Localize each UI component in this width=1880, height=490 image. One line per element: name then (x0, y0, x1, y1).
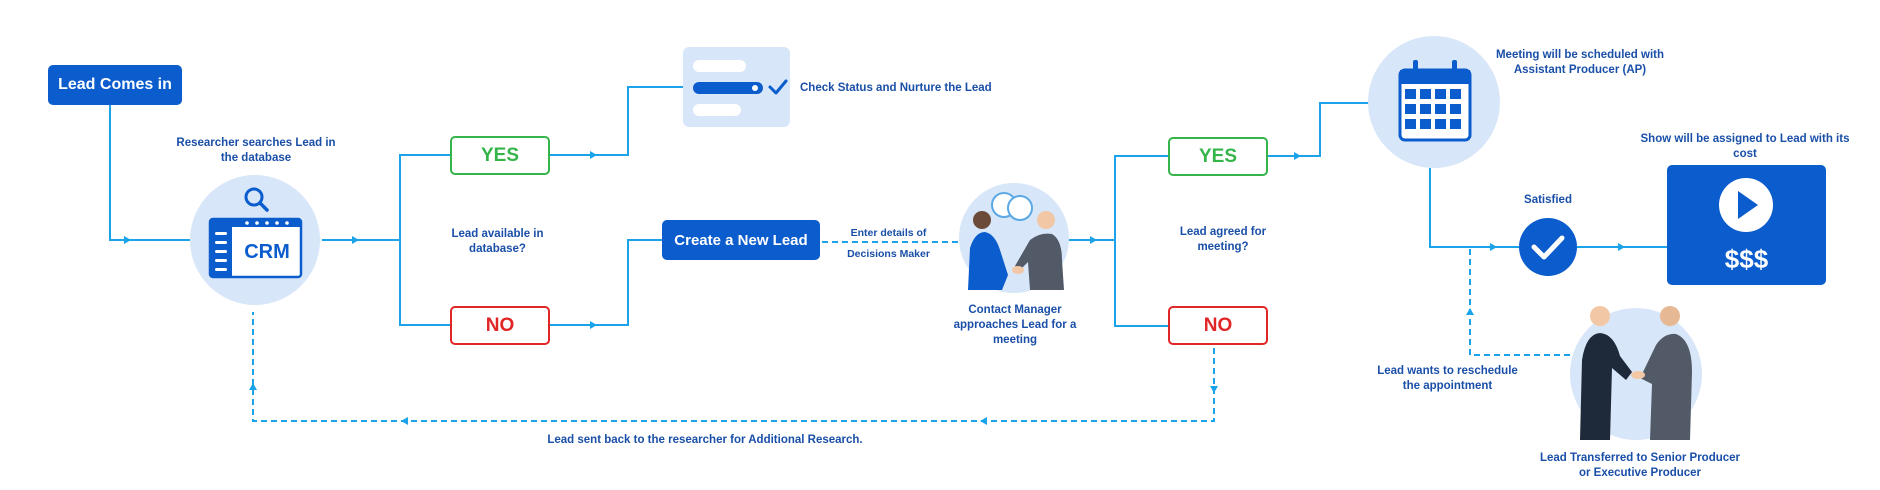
arrow (980, 417, 987, 425)
connector-split-yes1 (399, 154, 450, 240)
dashed-connectors (252, 241, 1580, 422)
status-card-icon (683, 47, 790, 127)
lead-comes-in-box: Lead Comes in (48, 65, 182, 105)
meeting-scheduled-label: Meeting will be scheduled with Assistant… (1495, 49, 1665, 76)
hands (1012, 266, 1024, 274)
solid-connectors (109, 86, 1667, 327)
arrow (1090, 236, 1097, 244)
check-status-label: Check Status and Nurture the Lead (800, 82, 992, 94)
dashed-arrows (249, 308, 1474, 425)
connector-yes1-check (550, 86, 683, 156)
arrow (124, 236, 131, 244)
yes-box-1: YES (450, 136, 550, 175)
researcher-search-label: Researcher searches Lead in the database (176, 137, 336, 164)
show-assigned-label: Show will be assigned to Lead with its c… (1640, 133, 1850, 160)
connector-split-no1 (399, 240, 450, 326)
lead-available-label: Lead available in database? (451, 228, 544, 255)
enter-details-label: Enter details of Decisions Maker (847, 227, 930, 260)
speech-bubble-icon (991, 192, 1033, 221)
connector-split-yes2 (1114, 155, 1168, 240)
arrow (590, 151, 597, 159)
person-left (968, 211, 1008, 290)
connector-no1-create (550, 239, 662, 326)
show-card (1667, 165, 1826, 285)
transferred-label: Lead Transferred to Senior Producer or E… (1539, 452, 1741, 479)
handshake-illustration-2 (1570, 306, 1702, 440)
connector-reschedule-dashed (1469, 247, 1580, 356)
create-new-lead-box: Create a New Lead (662, 220, 820, 260)
connector-yes2-calendar (1268, 102, 1370, 157)
lead-agreed-label: Lead agreed for meeting? (1179, 226, 1267, 253)
connector-no2-back-to-crm (252, 312, 1215, 422)
satisfied-node (1519, 218, 1577, 276)
yes-box-2: YES (1168, 137, 1268, 176)
arrow (1294, 152, 1301, 160)
calendar-node (1368, 36, 1500, 168)
person-right-2 (1640, 306, 1692, 440)
no-box-2: NO (1168, 306, 1268, 345)
solid-arrows (124, 151, 1625, 329)
no-box-1: NO (450, 306, 550, 345)
arrow (1466, 308, 1474, 315)
crm-label: CRM (244, 241, 290, 263)
arrow (401, 417, 408, 425)
arrow (1490, 243, 1497, 251)
handshake-illustration (959, 183, 1069, 293)
person-left-2 (1580, 306, 1632, 440)
dollars-label: $$$ (1724, 244, 1769, 274)
reschedule-label: Lead wants to reschedule the appointment (1377, 365, 1518, 392)
sent-back-label: Lead sent back to the researcher for Add… (547, 434, 863, 446)
calendar-icon (1398, 60, 1472, 142)
arrow (352, 236, 359, 244)
play-icon (1738, 191, 1758, 219)
crm-node (190, 175, 320, 305)
contact-manager-label: Contact Manager approaches Lead for a me… (953, 304, 1077, 346)
arrow (1618, 243, 1625, 251)
search-icon (244, 187, 269, 212)
check-icon (768, 79, 788, 95)
connector-start-to-crm (109, 87, 190, 241)
connector-split-no2 (1114, 240, 1168, 327)
arrow (590, 321, 597, 329)
arrow (1210, 386, 1218, 393)
arrow (249, 383, 257, 390)
satisfied-label: Satisfied (1524, 194, 1572, 206)
checkmark-icon (1531, 235, 1565, 260)
person-right (1015, 211, 1064, 290)
